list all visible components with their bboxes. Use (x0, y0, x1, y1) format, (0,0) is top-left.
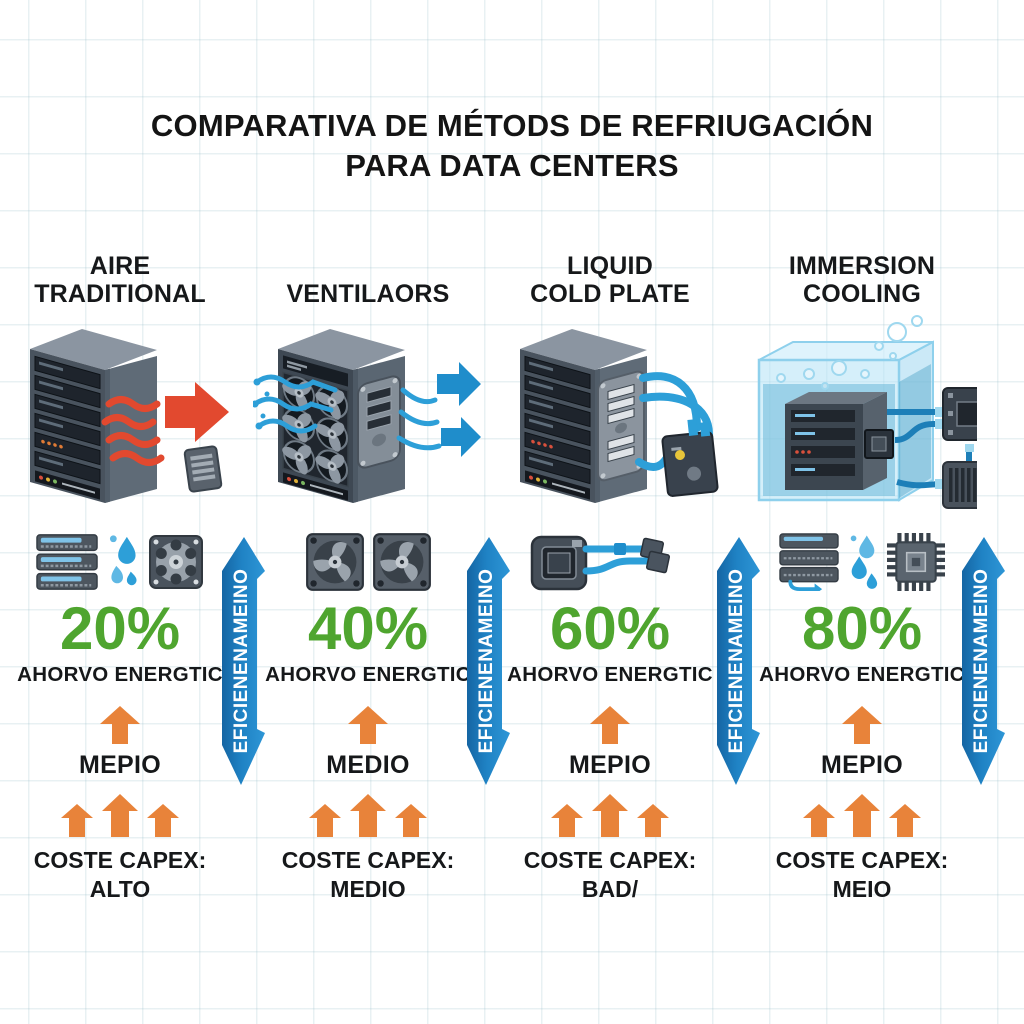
column-aire-traditional: AIRE TRADITIONAL (17, 246, 229, 904)
page-title-line2: PARA DATA CENTERS (345, 147, 679, 183)
efficiency-ribbon-arrow: EFICIENENAMEINO (717, 537, 760, 785)
bubbles-icon (776, 315, 923, 390)
airflow-arrow-icon (437, 362, 481, 406)
column-header: LIQUID COLD PLATE (530, 252, 690, 308)
capex-value: MEIO (832, 875, 892, 902)
cool-airflow-in-icon (253, 374, 338, 434)
server-stack-icon (36, 534, 98, 590)
submerged-chip-icon (864, 429, 894, 459)
capex-label: COSTE CAPEX: (523, 847, 697, 873)
server-rack-hot-air-illustration (30, 329, 229, 504)
energy-savings-label: AHORVO ENERGTIC (507, 663, 713, 686)
energy-savings-value: 80% (801, 595, 923, 662)
triple-up-arrows-icon (551, 794, 669, 837)
heat-waves-icon (101, 396, 165, 466)
server-rack-fans-illustration (253, 329, 481, 504)
up-arrow-icon (100, 706, 140, 744)
up-arrow-icon (590, 706, 630, 744)
feature-icons (305, 521, 432, 603)
capex-label: COSTE CAPEX: (775, 847, 949, 873)
fan-icon (305, 533, 364, 591)
chip-icon (887, 533, 945, 591)
triple-up-arrows-icon (61, 794, 179, 837)
water-drops-icon (109, 535, 137, 586)
efficiency-banner-label: EFICIENENAMEINO (231, 569, 252, 754)
column-immersion-cooling: IMMERSION COOLING (757, 246, 977, 904)
efficiency-banner-label: EFICIENENAMEINO (476, 569, 497, 754)
energy-savings-value: 60% (549, 595, 671, 662)
efficiency-banner-label: EFICIENENAMEINO (726, 569, 747, 754)
efficiency-banner-label: EFICIENENAMEINO (971, 569, 992, 754)
triple-up-arrows-icon (803, 794, 921, 837)
column-liquid-cold-plate: LIQUID COLD PLATE (507, 246, 719, 904)
column-header: VENTILAORS (286, 280, 450, 308)
efficiency-ribbon-arrow: EFICIENENAMEINO (467, 537, 510, 785)
column-header: IMMERSION COOLING (788, 252, 936, 308)
efficiency-ribbon-arrow: EFICIENENAMEINO (962, 537, 1005, 785)
feature-icons (779, 521, 945, 603)
energy-savings-label: AHORVO ENERGTIC (17, 663, 223, 686)
maintenance-value: MEPIO (78, 751, 162, 779)
column-header: AIRE TRADITIONAL (34, 252, 206, 308)
airflow-out-icon (396, 387, 442, 451)
efficiency-ribbon-arrow: EFICIENENAMEINO (222, 537, 265, 785)
capex-value: ALTO (89, 875, 151, 902)
up-arrow-icon (842, 706, 882, 744)
energy-savings-label: AHORVO ENERGTIC (759, 663, 965, 686)
triple-up-arrows-icon (309, 794, 427, 837)
cold-plate-tubes-icon (530, 535, 671, 591)
energy-savings-value: 20% (59, 595, 181, 662)
capex-label: COSTE CAPEX: (33, 847, 207, 873)
memory-module-icon (183, 445, 223, 493)
fan-icon (372, 533, 431, 591)
cold-plate-illustration (520, 329, 719, 504)
up-arrow-icon (348, 706, 388, 744)
fan-icon (149, 535, 203, 589)
immersion-tank-illustration (757, 315, 977, 509)
maintenance-value: MEDIO (326, 751, 410, 779)
hot-exhaust-arrow-icon (165, 382, 229, 442)
column-ventilaors: VENTILAORS (253, 246, 481, 904)
server-stack-icon (779, 533, 839, 591)
water-drops-icon (850, 535, 878, 589)
energy-savings-value: 40% (307, 595, 429, 662)
maintenance-value: MEPIO (568, 751, 652, 779)
capex-label: COSTE CAPEX: (281, 847, 455, 873)
feature-icons (36, 521, 204, 603)
page-title-line1: COMPARATIVA DE MÉTODS DE REFRIUGACIÓN (150, 108, 874, 143)
radiator-icon (942, 461, 977, 509)
external-chip-module-icon (942, 387, 977, 441)
energy-savings-label: AHORVO ENERGTIC (265, 663, 471, 686)
page-title: COMPARATIVA DE MÉTODS DE REFRIUGACIÓN PA… (0, 106, 1024, 185)
capex-value: MEDIO (330, 875, 406, 902)
feature-icons (530, 521, 690, 603)
maintenance-value: MEPIO (820, 751, 904, 779)
coolant-pump-icon (661, 419, 719, 497)
capex-value: BAD/ (581, 875, 639, 902)
airflow-arrow-icon (441, 417, 481, 457)
